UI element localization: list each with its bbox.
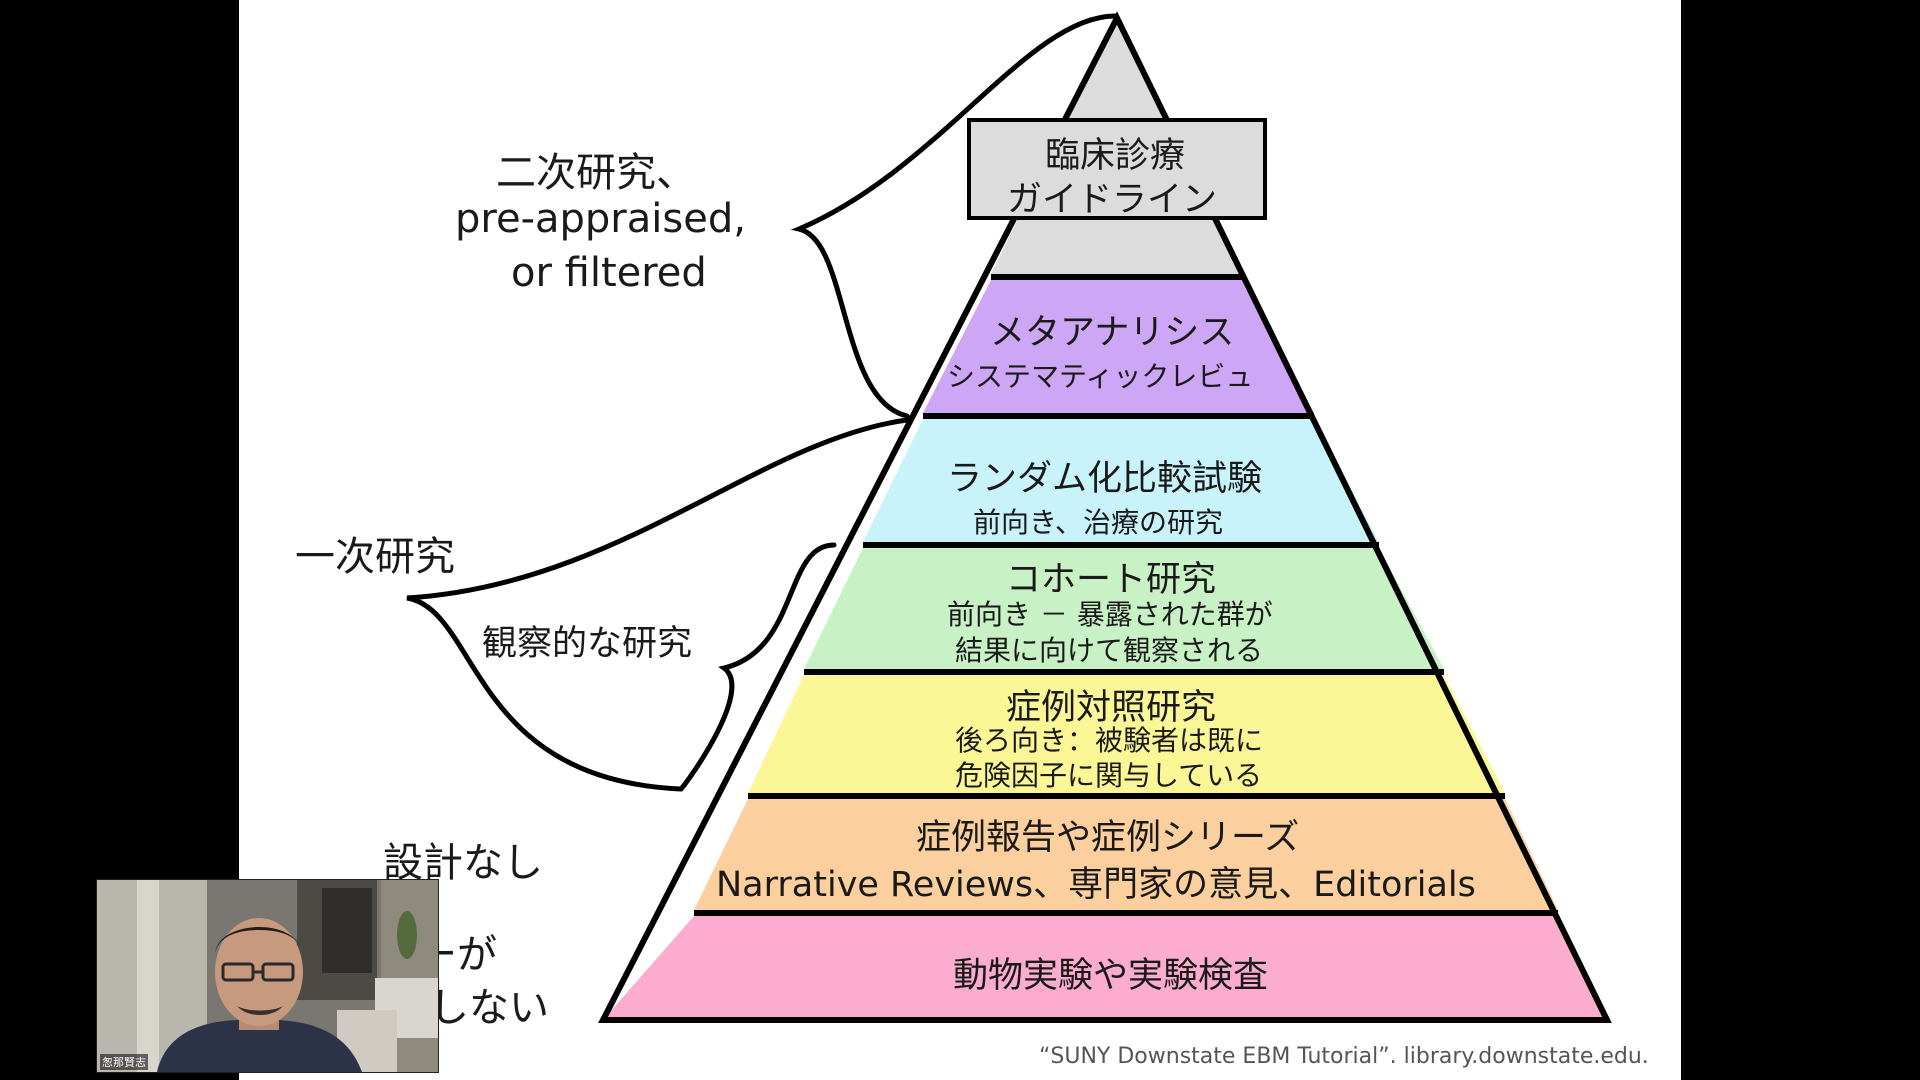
tier-case-control-subtitle-1: 後ろ向き：被験者は既に (955, 724, 1264, 757)
tier-meta-fill (923, 280, 1314, 413)
brace-observational (678, 542, 837, 792)
label-secondary-2: pre-appraised, (455, 196, 746, 242)
tier-guideline-title-2: ガイドライン (1007, 180, 1218, 220)
label-primary: 一次研究 (295, 534, 455, 580)
webcam-participant-name: 怱那賢志 (100, 1054, 148, 1070)
tier-cohort-fill (804, 548, 1444, 669)
brace-primary (406, 417, 910, 792)
webcam-picture (97, 880, 438, 1072)
label-secondary-3: or filtered (511, 250, 707, 296)
webcam-video[interactable]: 怱那賢志 (96, 879, 439, 1073)
guideline-box (967, 118, 1267, 220)
tier-cohort-title: コホート研究 (1006, 560, 1217, 600)
label-partial-2: しない (429, 985, 549, 1031)
brace-secondary (790, 13, 1118, 419)
tier-case-control-subtitle-2: 危険因子に関与している (955, 759, 1263, 792)
tier-cohort-subtitle-2: 結果に向けて観察される (955, 634, 1264, 667)
tier-cohort-subtitle-1: 前向き － 暴露された群が (947, 598, 1273, 631)
tier-rct-fill (863, 419, 1379, 542)
pyramid-diagram (406, 11, 1612, 1023)
tier-rct-subtitle: 前向き、治療の研究 (973, 506, 1224, 539)
citation: “SUNY Downstate EBM Tutorial”. library.d… (1039, 1044, 1649, 1069)
label-no-design: 設計なし (383, 840, 543, 886)
tier-meta-subtitle: システマティックレビュ (947, 360, 1254, 393)
tier-case-report-fill (694, 799, 1558, 910)
tier-case-report-subtitle: Narrative Reviews、専門家の意見、Editorials (716, 865, 1476, 905)
slide: 臨床診療 ガイドライン メタアナリシス システマティックレビュ ランダム化比較試… (239, 0, 1681, 1080)
tier-case-control-fill (748, 675, 1505, 793)
tier-case-report-title: 症例報告や症例シリーズ (916, 818, 1300, 858)
label-secondary-1: 二次研究、 (496, 150, 696, 196)
tier-rct-title: ランダム化比較試験 (947, 459, 1263, 499)
tier-meta-title: メタアナリシス (990, 313, 1235, 353)
tier-animal-title: 動物実験や実験検査 (953, 956, 1269, 996)
tier-case-control-title: 症例対照研究 (1006, 688, 1217, 728)
label-observational: 観察的な研究 (482, 624, 693, 664)
tier-animal-fill (603, 916, 1607, 1020)
tier-guideline-title-1: 臨床診療 (1045, 136, 1186, 176)
braces (406, 13, 1118, 792)
pyramid-outline (598, 11, 1612, 1023)
